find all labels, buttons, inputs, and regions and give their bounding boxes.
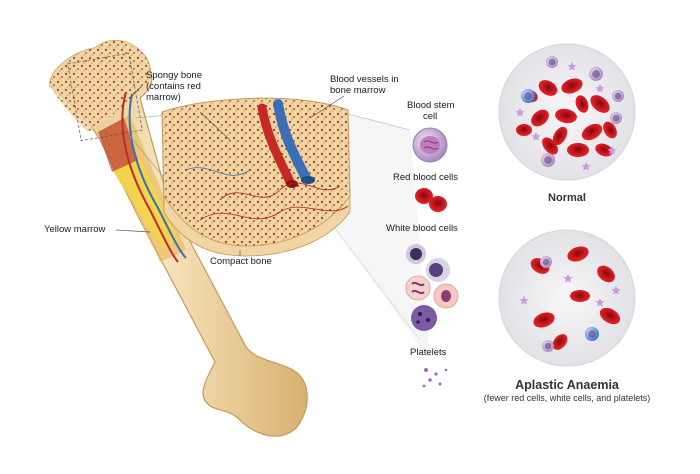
- white-cell-nucleus: [544, 156, 552, 164]
- aplastic-blood-cells: [519, 246, 621, 352]
- red-cell: [567, 246, 589, 262]
- blood-stem-cell-label-line2: cell: [423, 111, 438, 122]
- red-cell: [590, 95, 610, 113]
- red-cell: [531, 109, 549, 127]
- normal-blood-cells: [515, 56, 624, 171]
- aplastic-panel-subtitle: (fewer red cells, white cells, and plate…: [483, 393, 651, 403]
- platelet: [567, 62, 577, 71]
- red-cell: [533, 312, 555, 328]
- white-cell-nucleus: [588, 330, 596, 338]
- red-cell: [561, 78, 583, 94]
- compact-bone-label: Compact bone: [210, 256, 272, 267]
- white-cell-nucleus: [592, 70, 600, 78]
- blood-vessels-label-line2: bone marrow: [330, 85, 386, 96]
- platelet: [607, 146, 617, 155]
- aplastic-anaemia-panel: [498, 229, 636, 367]
- bone-cross-section: [161, 97, 351, 257]
- spongy-bone-note-line2: marrow): [146, 92, 181, 103]
- red-blood-cells-label: Red blood cells: [393, 172, 458, 183]
- platelets-illustration: [422, 368, 448, 388]
- projection-shading: [330, 112, 430, 360]
- femur-bone: [49, 39, 308, 437]
- red-cell: [595, 143, 613, 157]
- platelets-label: Platelets: [410, 347, 447, 358]
- red-cell: [599, 307, 621, 325]
- red-cell: [538, 80, 558, 96]
- red-cell: [555, 108, 577, 124]
- blood-vessels-label-line1: Blood vessels in: [330, 74, 399, 85]
- red-cell: [597, 265, 615, 283]
- white-cell-nucleus: [612, 114, 620, 122]
- leader-lines: [115, 85, 345, 256]
- red-cell: [570, 290, 590, 302]
- blood-stem-cell-label-line1: Blood stem: [407, 100, 455, 111]
- white-cell-nucleus: [548, 58, 556, 66]
- white-blood-cells-label: White blood cells: [386, 223, 458, 234]
- red-cell: [516, 124, 532, 136]
- platelet: [531, 132, 541, 141]
- platelet: [563, 274, 573, 283]
- white-blood-cells-illustration: [405, 244, 459, 331]
- platelet: [595, 298, 605, 307]
- normal-panel-title: Normal: [548, 192, 586, 204]
- white-cell-nucleus: [544, 342, 552, 350]
- red-cell: [552, 334, 568, 350]
- platelet: [611, 286, 621, 295]
- white-cell-nucleus: [524, 92, 532, 100]
- spongy-bone-note-line1: (contains red: [146, 81, 201, 92]
- yellow-marrow-label: Yellow marrow: [44, 224, 106, 235]
- red-cell: [575, 95, 589, 113]
- platelet: [581, 162, 591, 171]
- white-cell-nucleus: [614, 92, 622, 100]
- red-blood-cells-illustration: [415, 188, 447, 212]
- red-cell: [567, 143, 589, 157]
- aplastic-panel-title: Aplastic Anaemia: [515, 378, 619, 392]
- platelet: [515, 108, 525, 117]
- white-cell-nucleus: [542, 258, 550, 266]
- red-cell: [603, 121, 617, 139]
- platelet: [595, 84, 605, 93]
- red-cell: [552, 126, 568, 146]
- spongy-bone-label: Spongy bone: [146, 70, 202, 81]
- blood-stem-cell-illustration: [412, 127, 448, 163]
- platelet: [519, 296, 529, 305]
- red-cell: [581, 123, 603, 141]
